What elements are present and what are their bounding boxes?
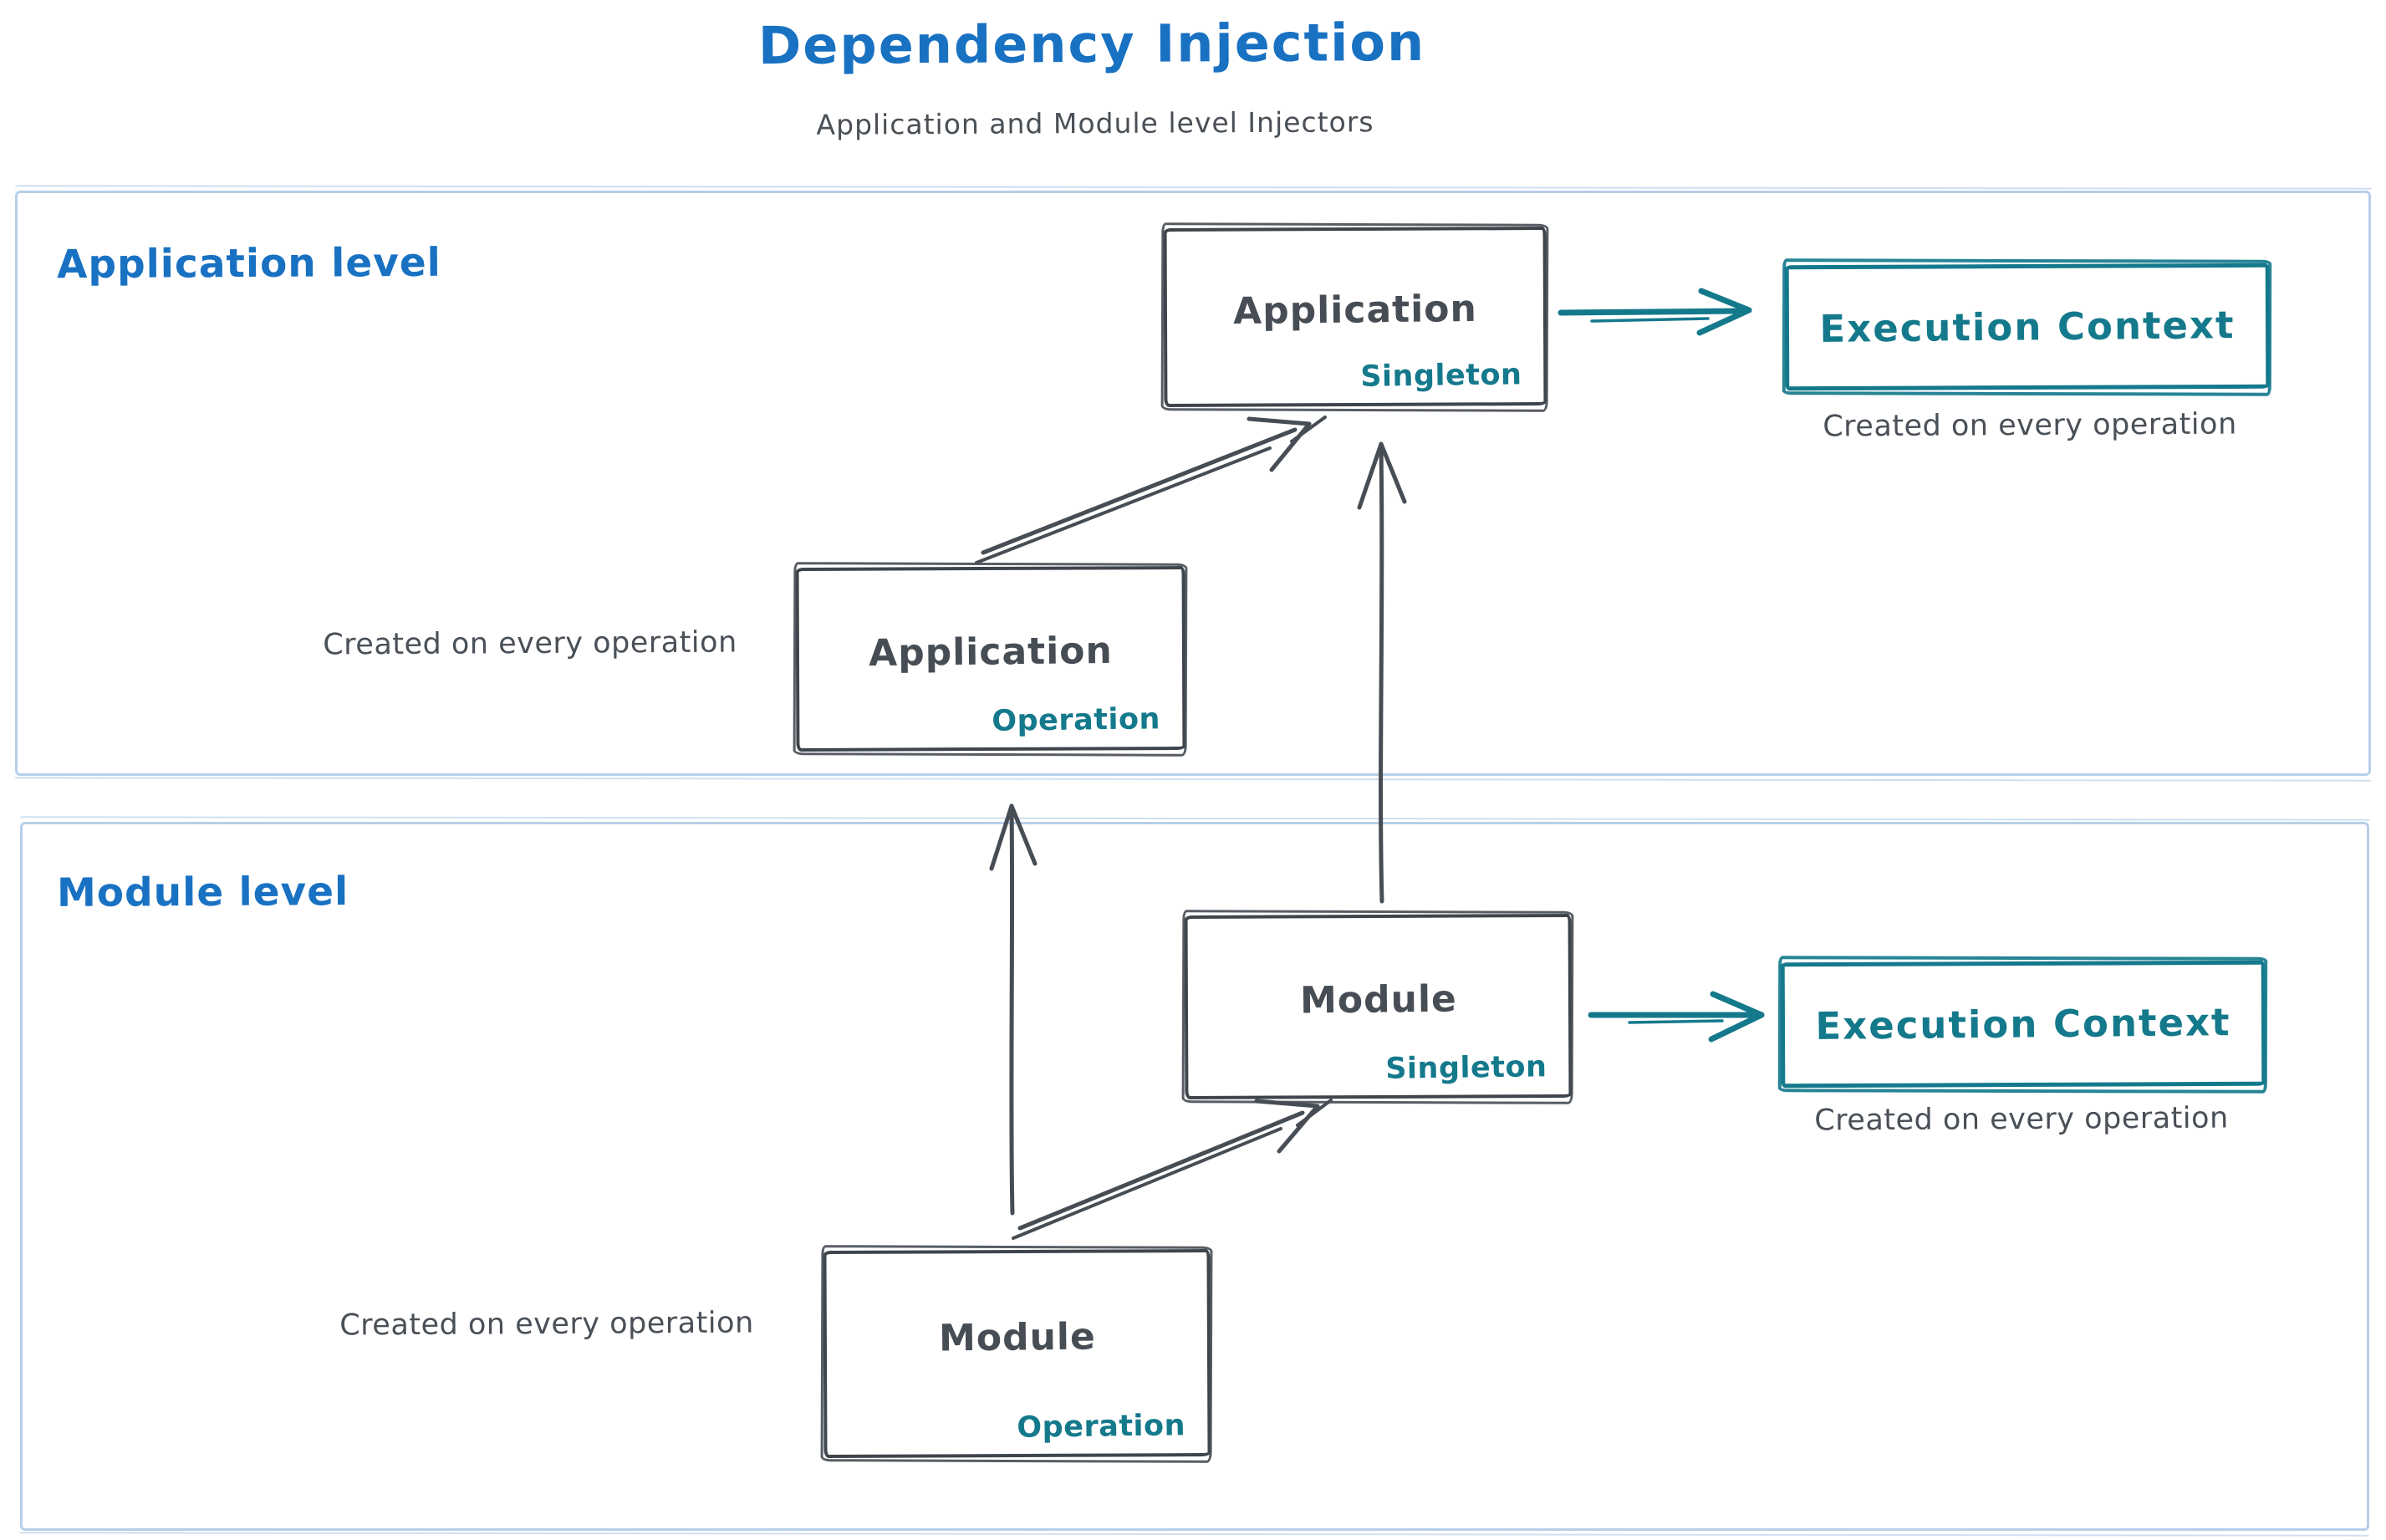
section-label-application-level: Application level <box>56 239 441 288</box>
execution-context-box-application: Execution Context <box>1784 263 2271 391</box>
node-module-singleton-name: Module <box>1299 977 1457 1022</box>
node-module-operation: Module Operation <box>823 1248 1211 1459</box>
node-application-singleton-scope: Singleton <box>1359 358 1522 394</box>
caption-application-operation-created: Created on every operation <box>323 625 737 662</box>
node-module-singleton: Module Singleton <box>1184 913 1573 1100</box>
section-label-module-level: Module level <box>56 869 349 916</box>
node-application-singleton: Application Singleton <box>1163 227 1547 407</box>
node-application-operation-scope: Operation <box>992 702 1161 738</box>
caption-module-operation-created: Created on every operation <box>339 1306 754 1343</box>
page-subtitle: Application and Module level Injectors <box>816 105 1374 141</box>
execution-context-box-module: Execution Context <box>1780 960 2266 1089</box>
node-application-singleton-name: Application <box>1232 287 1478 333</box>
node-application-operation: Application Operation <box>795 565 1186 752</box>
execution-context-label-module: Execution Context <box>1815 1000 2231 1048</box>
caption-execution-context-module: Created on every operation <box>1814 1101 2229 1138</box>
node-application-operation-name: Application <box>868 629 1114 675</box>
execution-context-label-application: Execution Context <box>1819 303 2236 351</box>
node-module-operation-name: Module <box>938 1315 1096 1360</box>
node-module-singleton-scope: Singleton <box>1384 1050 1547 1086</box>
page-title: Dependency Injection <box>757 11 1426 77</box>
caption-execution-context-application: Created on every operation <box>1823 407 2237 444</box>
node-module-operation-scope: Operation <box>1017 1409 1186 1445</box>
